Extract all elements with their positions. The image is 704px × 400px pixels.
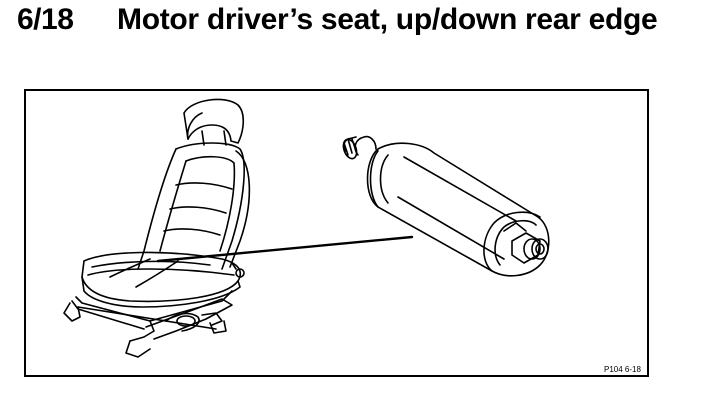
figure-frame: P104 6-18 (24, 89, 649, 377)
seat-illustration (63, 98, 251, 358)
page-header: 6/18 Motor driver’s seat, up/down rear e… (0, 0, 704, 80)
leader-line (156, 235, 414, 263)
figure-illustration (63, 98, 550, 358)
figure-reference-code: P104 6-18 (604, 365, 641, 374)
section-number: 6/18 (17, 3, 74, 36)
motor-illustration (342, 135, 550, 277)
section-title: Motor driver’s seat, up/down rear edge (117, 3, 658, 36)
